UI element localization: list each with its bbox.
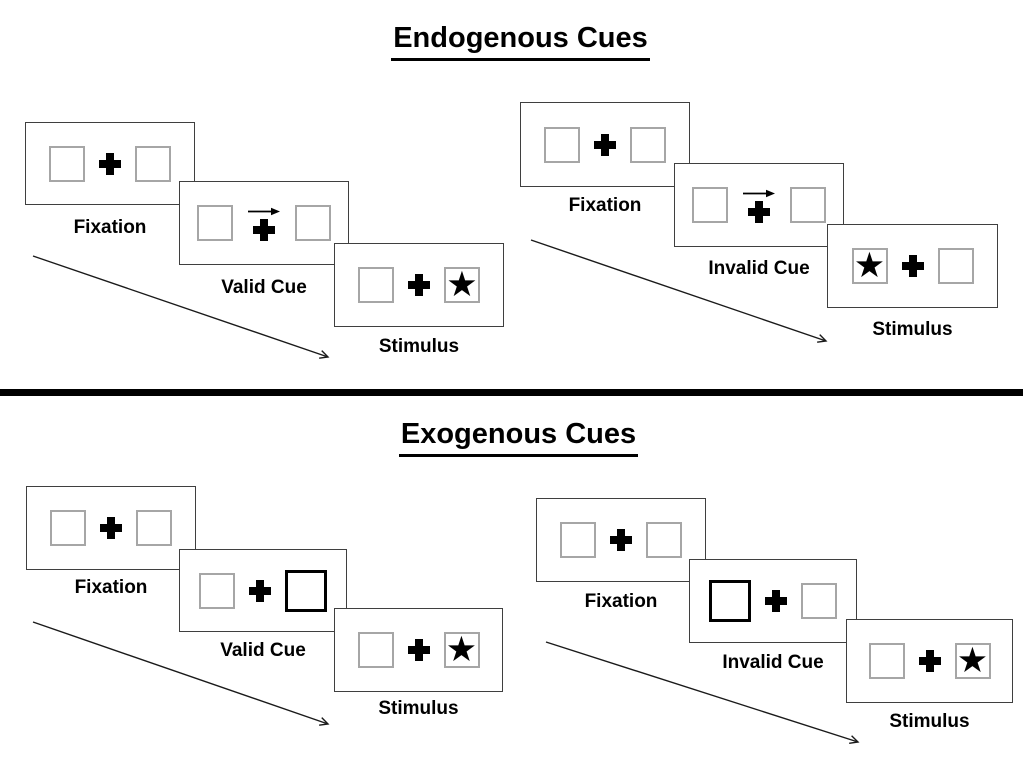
star-icon: ★: [956, 641, 989, 680]
right-placeholder-box: [136, 510, 172, 546]
stimulus-screen: ★: [846, 619, 1013, 703]
endogenous-section-header: Endogenous Cues: [0, 21, 1023, 61]
right-placeholder-box: [295, 205, 331, 241]
fixation-cross-icon: [594, 133, 616, 156]
left-placeholder-box: [358, 267, 394, 303]
target-box: ★: [444, 267, 480, 303]
fixation-screen: [25, 122, 195, 205]
fixation-cross-icon: [249, 579, 271, 602]
star-icon: ★: [446, 265, 478, 304]
stimulus-screen: ★: [334, 243, 504, 327]
fixation-screen: [520, 102, 690, 187]
stimulus-screen: ★: [334, 608, 503, 692]
left-placeholder-box: [357, 632, 394, 668]
right-placeholder-box: [801, 583, 837, 619]
central-cue: [742, 188, 776, 223]
fixation-cross-icon: [918, 650, 941, 672]
left-placeholder-box: [544, 126, 580, 163]
right-placeholder-box: [790, 187, 826, 223]
cue-screen: [179, 549, 347, 632]
left-placeholder-box: [197, 205, 233, 241]
target-box: ★: [851, 246, 888, 285]
left-placeholder-box: [692, 187, 728, 223]
left-placeholder-box: [868, 643, 905, 679]
cue-label: Valid Cue: [220, 640, 306, 661]
fixation-label: Fixation: [74, 577, 148, 598]
right-arrow-cue-icon: [743, 189, 775, 197]
highlighted-cue-box: [709, 580, 751, 622]
time-arrow-endogenous-invalid: [530, 239, 828, 343]
fixation-screen: [536, 498, 706, 582]
cue-screen: [179, 181, 349, 265]
cue-label: Valid Cue: [221, 277, 307, 298]
stimulus-label: Stimulus: [378, 336, 460, 357]
stimulus-screen: ★: [827, 224, 998, 308]
exogenous-title: Exogenous Cues: [398, 417, 639, 457]
time-arrow-exogenous-valid: [32, 621, 330, 726]
endogenous-title: Endogenous Cues: [391, 21, 650, 61]
cue-screen: [689, 559, 857, 643]
fixation-screen: [26, 486, 196, 570]
left-placeholder-box: [50, 510, 86, 546]
left-placeholder-box: [199, 572, 235, 609]
right-placeholder-box: [937, 248, 974, 284]
stimulus-label: Stimulus: [889, 711, 970, 732]
exogenous-section-header: Exogenous Cues: [0, 417, 1023, 457]
right-placeholder-box: [135, 145, 171, 182]
left-placeholder-box: [49, 145, 85, 182]
time-arrow-exogenous-invalid: [545, 641, 860, 745]
cue-label: Invalid Cue: [722, 652, 824, 673]
fixation-label: Fixation: [568, 195, 642, 216]
stimulus-label: Stimulus: [378, 698, 459, 719]
right-placeholder-box: [646, 522, 682, 558]
fixation-cross-icon: [748, 200, 770, 223]
cue-screen: [674, 163, 844, 247]
left-placeholder-box: [560, 522, 596, 558]
fixation-label: Fixation: [73, 217, 147, 238]
central-cue: [247, 206, 281, 241]
fixation-cross-icon: [765, 590, 787, 612]
fixation-cross-icon: [408, 274, 430, 296]
fixation-cross-icon: [253, 218, 275, 241]
stimulus-label: Stimulus: [872, 319, 953, 340]
fixation-cross-icon: [901, 255, 924, 277]
fixation-cross-icon: [99, 152, 121, 175]
highlighted-cue-box: [285, 569, 327, 612]
time-arrow-endogenous-valid: [32, 255, 330, 359]
fixation-label: Fixation: [584, 591, 658, 612]
cue-label: Invalid Cue: [708, 258, 810, 279]
fixation-cross-icon: [407, 639, 430, 661]
star-icon: ★: [853, 246, 886, 285]
section-divider: [0, 389, 1023, 396]
star-icon: ★: [445, 630, 478, 669]
fixation-cross-icon: [610, 529, 632, 551]
right-arrow-cue-icon: [248, 207, 280, 215]
fixation-cross-icon: [100, 517, 122, 539]
target-box: ★: [443, 630, 480, 669]
target-box: ★: [954, 641, 991, 680]
right-placeholder-box: [630, 126, 666, 163]
